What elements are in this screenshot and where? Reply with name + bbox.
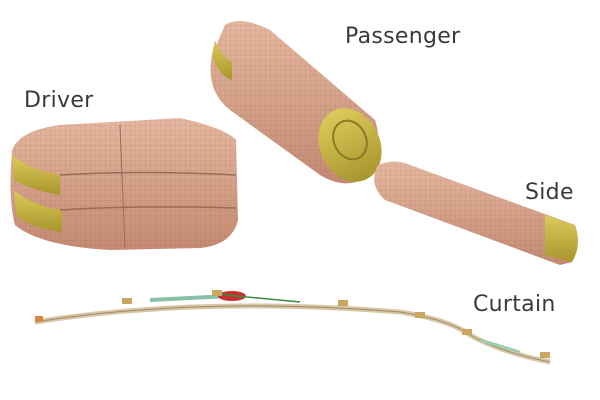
driver-label: Driver: [24, 88, 94, 113]
side-airbag: [374, 161, 578, 265]
driver-airbag: [10, 118, 238, 250]
curtain-label: Curtain: [473, 292, 556, 317]
passenger-airbag: [210, 21, 382, 184]
curtain-airbag: [34, 290, 551, 365]
passenger-label: Passenger: [345, 24, 461, 49]
side-label: Side: [525, 180, 574, 205]
